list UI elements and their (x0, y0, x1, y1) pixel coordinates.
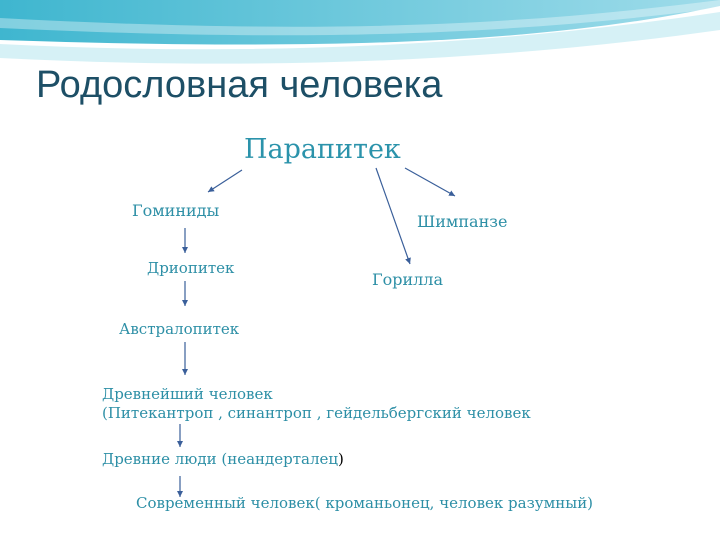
node-gorilla: Горилла (372, 270, 443, 289)
node-parapithecus: Парапитек (244, 134, 401, 165)
node-ancient-people-paren: ) (338, 450, 344, 468)
arrow-root-to-hominids (207, 169, 243, 193)
node-ancient-human: Древнейший человек (102, 385, 273, 403)
node-ancient-human-examples: (Питекантроп , синантроп , гейдельбергск… (102, 404, 531, 422)
slide-title: Родословная человека (36, 64, 443, 106)
node-dryopithecus: Дриопитек (147, 259, 235, 277)
arrow-root-to-gorilla (375, 167, 411, 265)
arrow-root-to-chimpanzee (404, 167, 456, 197)
header-wave-decoration (0, 0, 720, 64)
node-chimpanzee: Шимпанзе (417, 212, 508, 231)
node-hominids: Гоминиды (132, 201, 220, 220)
node-modern-human: Современный человек( кроманьонец, челове… (136, 494, 594, 512)
node-australopithecus: Австралопитек (119, 320, 240, 338)
node-ancient-people-text: Древние люди (неандерталец (102, 450, 339, 468)
node-ancient-people: Древние люди (неандерталец) (102, 450, 344, 468)
